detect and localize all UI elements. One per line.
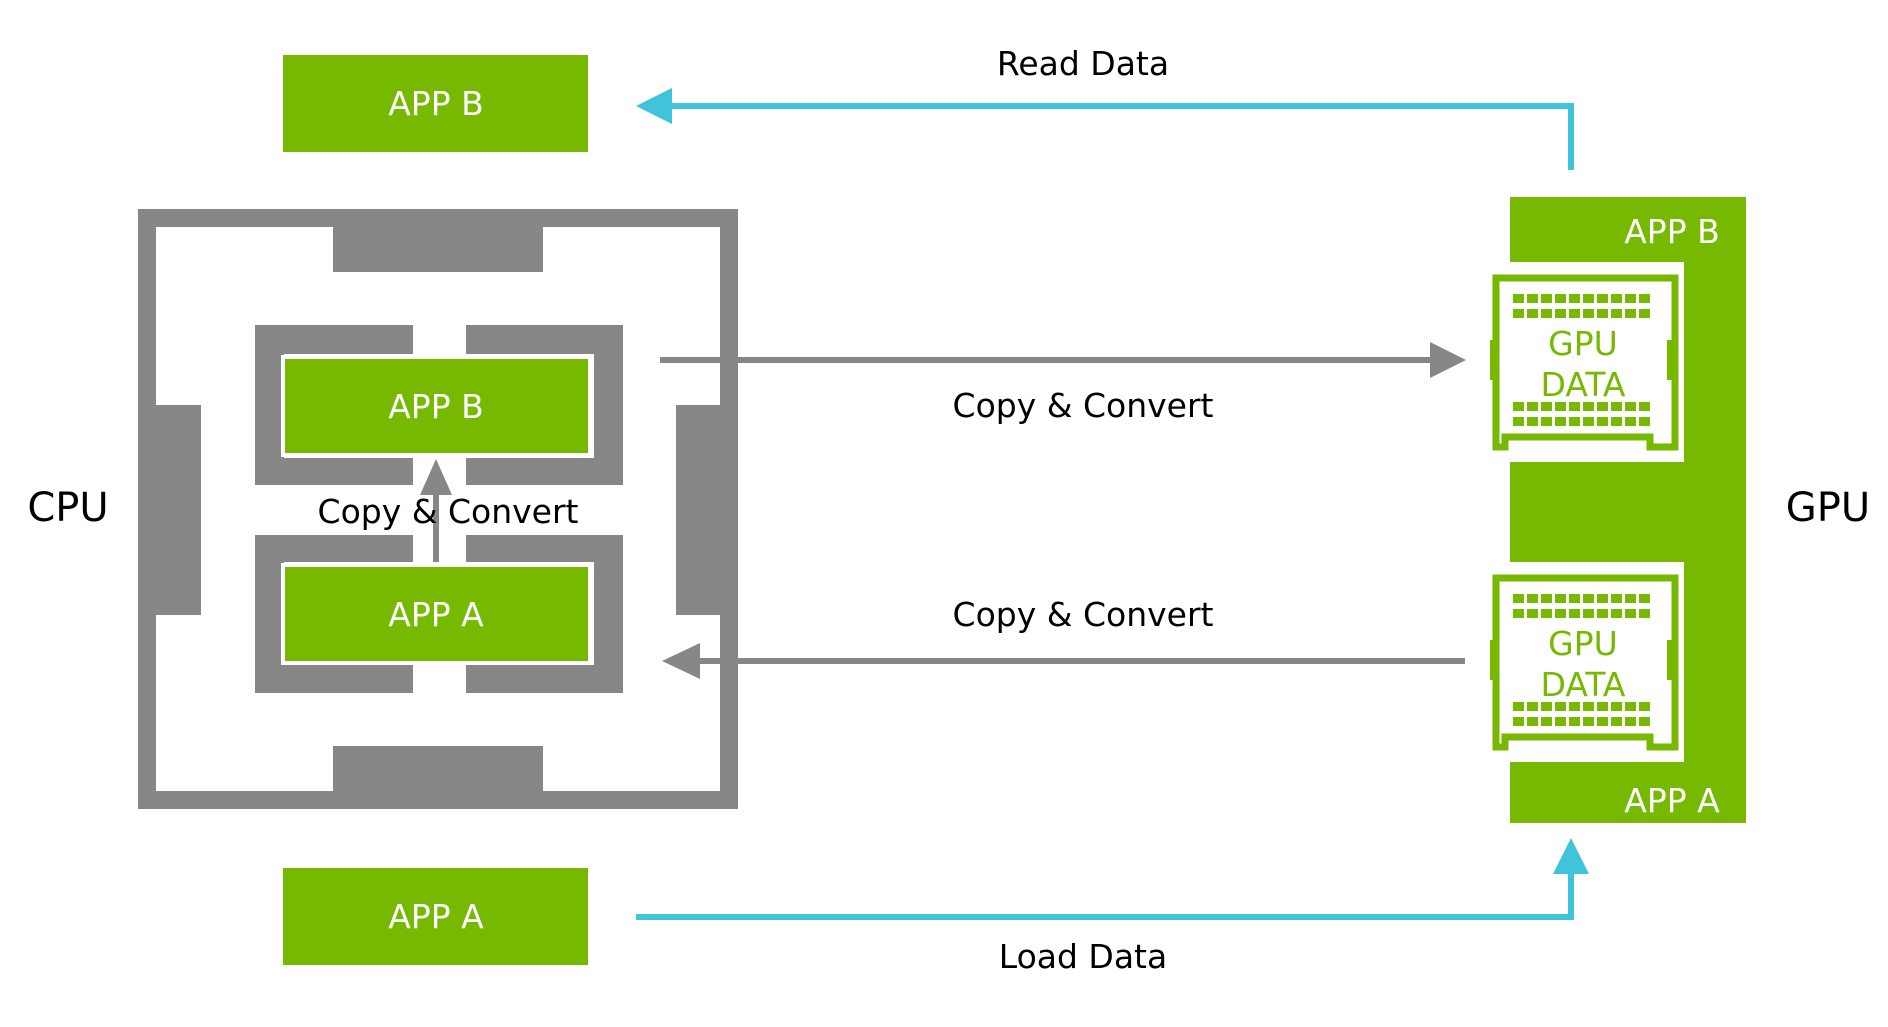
gpu-panel: APP B APP A xyxy=(1483,197,1746,823)
copy-convert-arrow-to-gpu xyxy=(660,342,1466,378)
gpu-data-chip-bottom: GPU DATA xyxy=(1483,562,1684,762)
inner-copy-convert-label: Copy & Convert xyxy=(318,492,579,531)
app-b-source-box: APP B xyxy=(283,55,588,152)
cpu-app-a-label: APP A xyxy=(388,595,484,634)
cpu-chip: APP B APP A xyxy=(138,209,738,809)
inner-arrow-head xyxy=(420,459,452,495)
copy-convert-label-top: Copy & Convert xyxy=(953,386,1214,425)
read-data-label: Read Data xyxy=(997,44,1169,83)
load-data-arrow xyxy=(636,838,1589,920)
gpu-chip-top-line2: DATA xyxy=(1540,365,1625,404)
gpu-chip-bottom-line2: DATA xyxy=(1540,665,1625,704)
copy-convert-label-bottom: Copy & Convert xyxy=(953,595,1214,634)
gpu-app-a-label: APP A xyxy=(1624,781,1720,820)
gpu-chip-bottom-line1: GPU xyxy=(1548,624,1618,663)
cpu-app-b-label: APP B xyxy=(388,387,484,426)
load-data-label: Load Data xyxy=(999,937,1167,976)
app-a-source-box: APP A xyxy=(283,868,588,965)
copy-convert-arrow-to-cpu xyxy=(662,643,1465,679)
app-b-source-label: APP B xyxy=(388,84,484,123)
app-a-source-label: APP A xyxy=(388,897,484,936)
cpu-label: CPU xyxy=(27,485,108,531)
read-data-arrow xyxy=(636,88,1574,170)
gpu-chip-top-line1: GPU xyxy=(1548,324,1618,363)
gpu-data-chip-top: GPU DATA xyxy=(1483,262,1684,462)
gpu-app-b-label: APP B xyxy=(1624,212,1720,251)
gpu-label: GPU xyxy=(1786,485,1870,531)
